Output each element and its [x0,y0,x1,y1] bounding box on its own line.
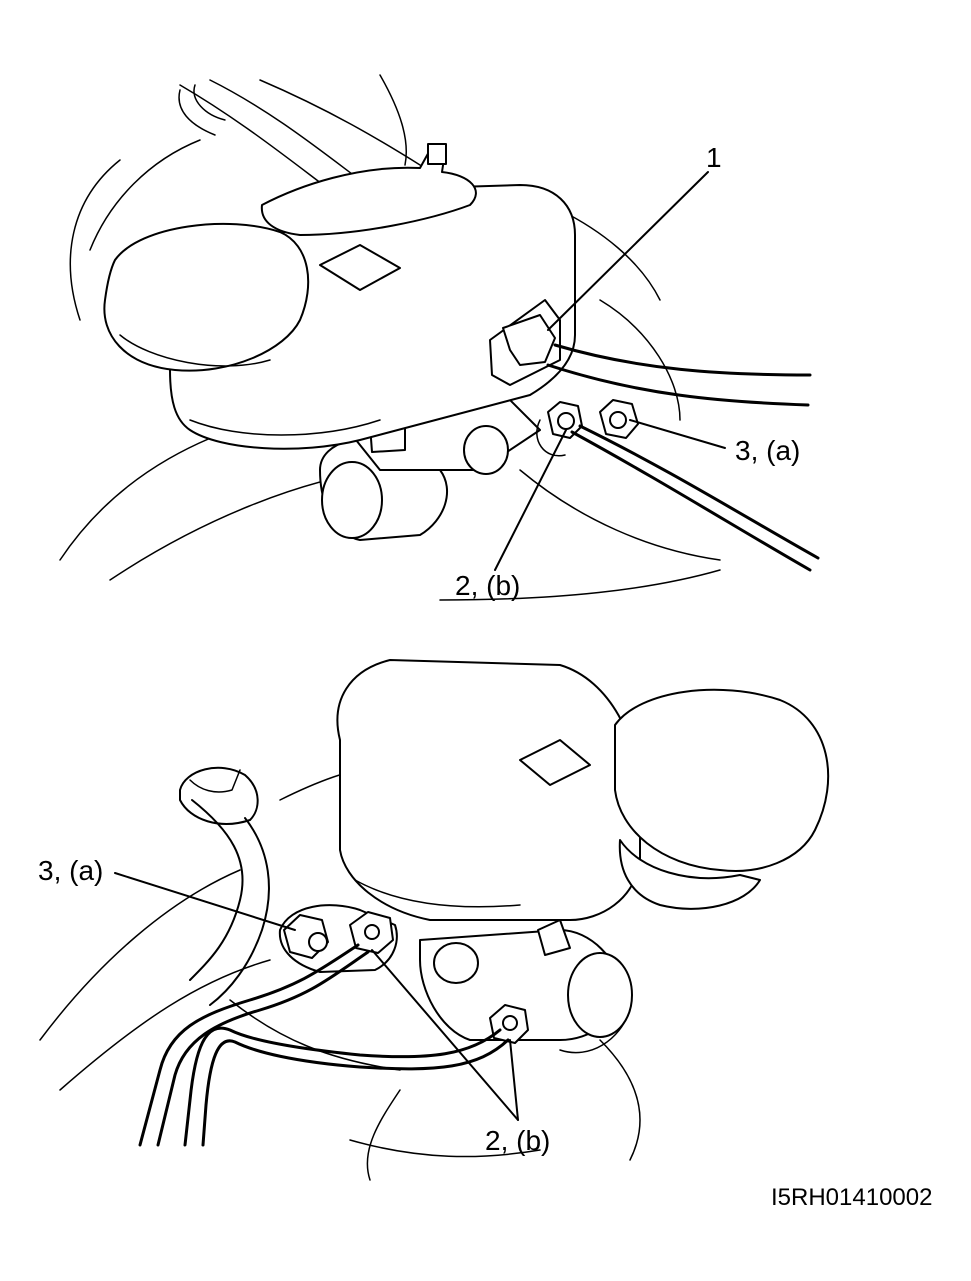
bottom-reservoir [336,659,830,921]
bottom-leader-2b-right [509,1039,519,1121]
bottom-cylinder-body [278,904,633,1041]
bottom-hose [179,766,270,1006]
bottom-leader-2b-left [371,949,519,1121]
top-leader-3a [629,419,726,449]
top-label-union-bolt: 3, (a) [735,435,800,466]
top-label-flare-nut: 2, (b) [455,570,520,601]
top-label-hose-clamp: 1 [706,142,722,173]
top-background-lines [59,74,721,601]
top-outlet-fittings [536,399,820,572]
top-leader-2b [494,429,567,571]
bottom-fittings [283,911,529,1044]
figure-code: I5RH01410002 [771,1184,932,1211]
top-fluid-connector [489,299,812,407]
top-view: 1 3, (a) 2, (b) [59,74,820,601]
bottom-leader-3a [114,872,296,931]
top-reservoir [103,143,576,450]
bottom-brake-pipes [138,943,510,1147]
bottom-view: 3, (a) 2, (b) [38,659,830,1181]
top-leader-1 [547,171,709,331]
bottom-label-union-bolt: 3, (a) [38,855,103,886]
bottom-label-flare-nut: 2, (b) [485,1125,550,1156]
